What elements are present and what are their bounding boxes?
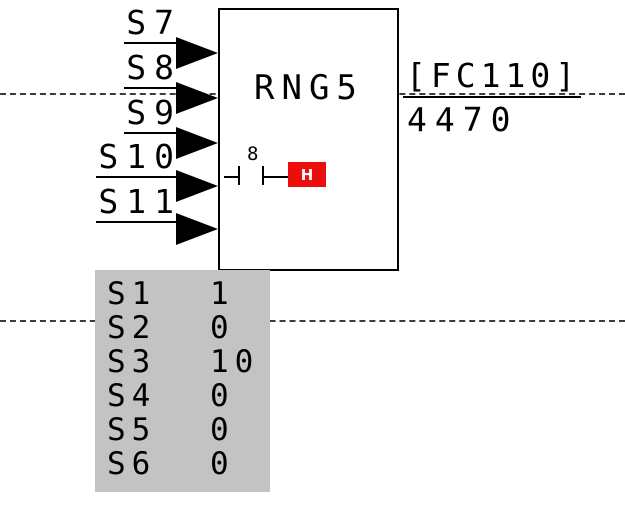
param-value: 1 xyxy=(210,276,235,312)
param-value: 0 xyxy=(210,412,235,448)
function-block[interactable]: RNG5 8 H xyxy=(218,8,399,271)
input-pin-label: S11 xyxy=(96,182,182,223)
input-arrow-icon[interactable] xyxy=(176,213,218,245)
dashed-break-line-bottom xyxy=(0,320,625,322)
input-pin-4[interactable]: S10 xyxy=(0,140,182,178)
block-title: RNG5 xyxy=(254,68,364,108)
input-pin-3[interactable]: S9 xyxy=(0,96,182,134)
bus-width-label: 8 xyxy=(247,143,259,165)
input-arrow-icon[interactable] xyxy=(176,127,218,159)
input-pin-label: S10 xyxy=(96,137,182,178)
input-pin-label: S7 xyxy=(124,3,182,44)
param-name: S1 xyxy=(107,276,157,312)
table-row[interactable]: S5 0 xyxy=(95,413,270,447)
param-name: S3 xyxy=(107,344,157,380)
table-row[interactable]: S2 0 xyxy=(95,311,270,345)
input-pin-5[interactable]: S11 xyxy=(0,185,182,223)
input-pin-label: S9 xyxy=(124,93,182,134)
param-value: 0 xyxy=(210,378,235,414)
input-pin-label: S8 xyxy=(124,48,182,89)
output-value[interactable]: 4470 xyxy=(407,100,519,139)
param-name: S6 xyxy=(107,446,157,482)
param-value: 0 xyxy=(210,446,235,482)
input-pin-1[interactable]: S7 xyxy=(0,6,182,44)
h-status-badge[interactable]: H xyxy=(288,162,326,187)
contact-tick-left xyxy=(238,166,240,185)
input-arrow-icon[interactable] xyxy=(176,37,218,69)
param-value: 10 xyxy=(210,344,260,380)
table-row[interactable]: S4 0 xyxy=(95,379,270,413)
param-name: S4 xyxy=(107,378,157,414)
parameter-table[interactable]: S1 1 S2 0 S3 10 S4 0 S5 0 S6 0 xyxy=(95,270,270,492)
input-arrow-icon[interactable] xyxy=(176,82,218,114)
output-wire xyxy=(403,96,581,98)
table-row[interactable]: S1 1 xyxy=(95,277,270,311)
input-arrow-icon[interactable] xyxy=(176,170,218,202)
table-row[interactable]: S6 0 xyxy=(95,447,270,481)
param-name: S2 xyxy=(107,310,157,346)
contact-tick-right xyxy=(262,166,264,185)
contact-wire-left xyxy=(224,176,239,178)
input-pin-2[interactable]: S8 xyxy=(0,51,182,89)
param-value: 0 xyxy=(210,310,235,346)
output-cross-reference[interactable]: [FC110] xyxy=(406,56,581,95)
param-name: S5 xyxy=(107,412,157,448)
table-row[interactable]: S3 10 xyxy=(95,345,270,379)
contact-wire-right xyxy=(263,176,288,178)
